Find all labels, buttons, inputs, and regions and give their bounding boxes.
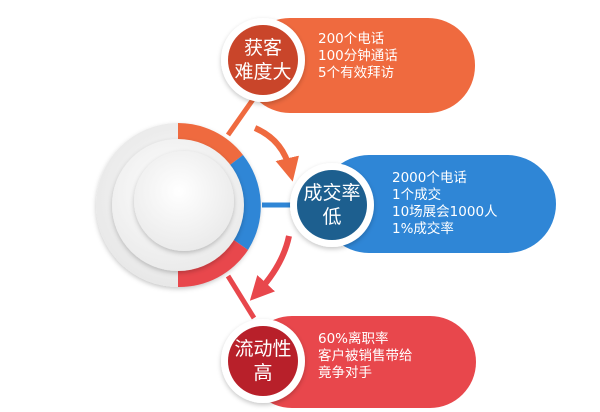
pill-top xyxy=(243,18,475,113)
main-ring xyxy=(96,123,261,288)
circle-top xyxy=(228,25,298,95)
detail-line: 2000个电话 xyxy=(392,170,467,186)
details-bottom: 60%离职率 客户被销售带给 竟争对手 xyxy=(318,331,413,382)
pill-middle xyxy=(320,155,556,253)
detail-line: 竟争对手 xyxy=(318,365,372,381)
detail-line: 1%成交率 xyxy=(392,221,454,237)
circle-bottom xyxy=(228,326,298,396)
detail-line: 10场展会1000人 xyxy=(392,204,498,220)
title-conversion-rate: 成交率 低 xyxy=(303,182,361,228)
details-top: 200个电话 100分钟通话 5个有效拜访 xyxy=(318,31,398,82)
detail-line: 200个电话 xyxy=(318,31,385,47)
detail-line: 客户被销售带给 xyxy=(318,348,413,364)
ring-center-disc xyxy=(134,151,234,251)
title-turnover: 流动性 高 xyxy=(234,338,292,384)
ring-segment-bottom xyxy=(178,238,248,288)
detail-line: 1个成交 xyxy=(392,187,442,203)
connector-top xyxy=(225,96,257,137)
detail-line: 5个有效拜访 xyxy=(318,65,395,81)
pill-bottom xyxy=(246,316,476,408)
detail-line: 60%离职率 xyxy=(318,331,389,347)
title-acquisition-difficulty: 获客 难度大 xyxy=(234,37,292,83)
arrow-top-to-middle xyxy=(253,125,299,182)
circle-middle xyxy=(297,170,367,240)
connector-bottom xyxy=(225,274,257,320)
ring-segment-top xyxy=(178,123,243,168)
arrow-middle-to-bottom xyxy=(249,235,292,301)
details-middle: 2000个电话 1个成交 10场展会1000人 1%成交率 xyxy=(392,170,498,238)
detail-line: 100分钟通话 xyxy=(318,48,398,64)
